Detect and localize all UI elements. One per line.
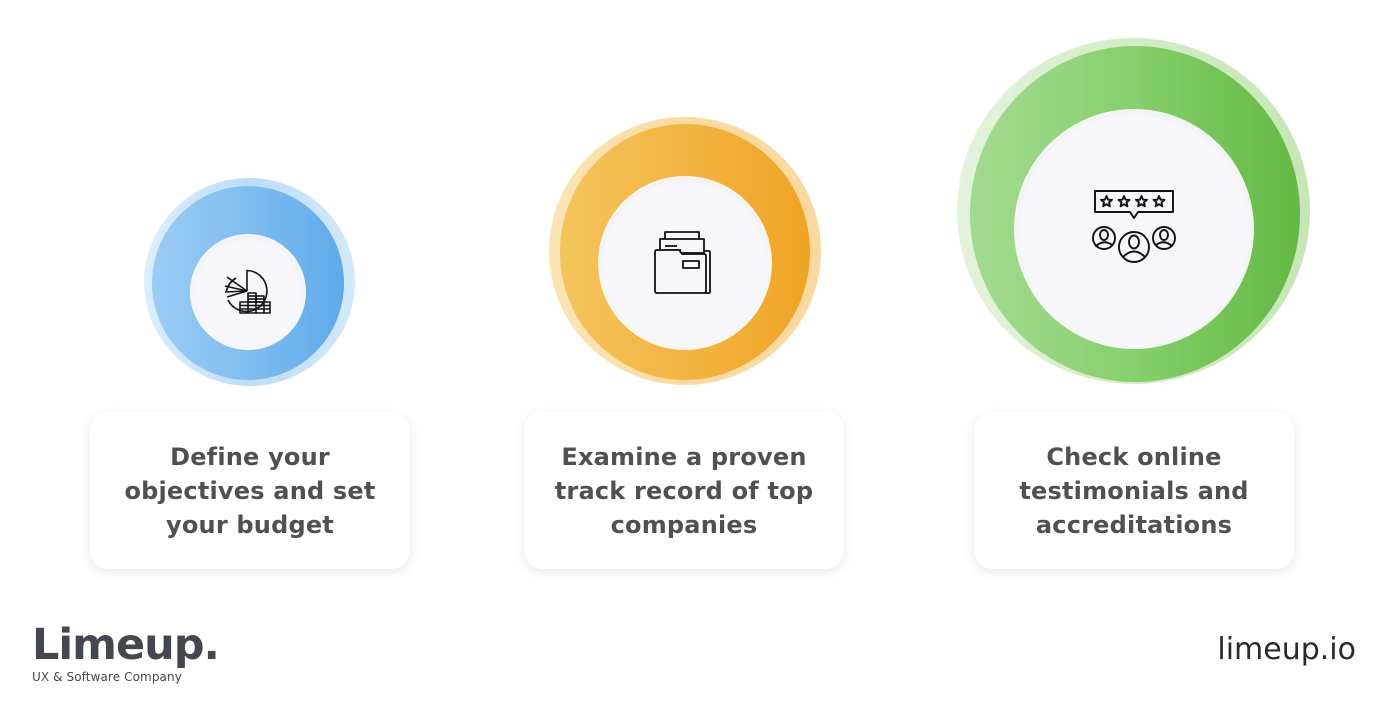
step-1-card: Define your objectives and set your budg… <box>90 412 410 569</box>
icon-disc <box>1016 111 1252 347</box>
website-url: limeup.io <box>1217 632 1356 667</box>
icon-disc <box>192 236 304 348</box>
rating-reviews-people-icon <box>1091 188 1177 270</box>
logo-wordmark: Limeup. <box>32 620 220 670</box>
step-3-card: Check online testimonials and accreditat… <box>974 412 1294 569</box>
icon-disc <box>600 178 770 348</box>
step-1-label: Define your objectives and set your budg… <box>124 442 376 539</box>
step-2-card: Examine a proven track record of top com… <box>524 412 844 569</box>
logo-tagline: UX & Software Company <box>32 670 182 684</box>
folder-documents-icon <box>653 230 717 296</box>
limeup-logo: Limeup. UX & Software Company <box>32 620 220 684</box>
step-2-label: Examine a proven track record of top com… <box>554 442 814 539</box>
pie-chart-coins-icon <box>223 269 273 315</box>
step-3-label: Check online testimonials and accreditat… <box>1019 442 1249 539</box>
